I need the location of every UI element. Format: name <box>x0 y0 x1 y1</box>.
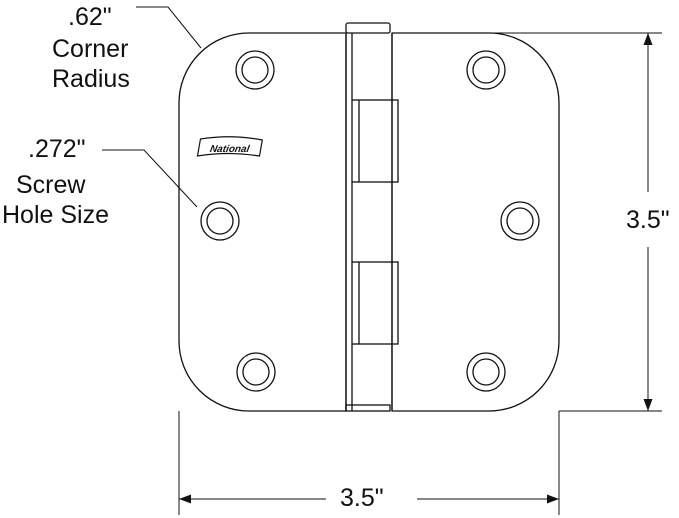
extension-lines <box>178 32 662 515</box>
hinge-barrel <box>345 22 399 412</box>
screw-hole <box>466 50 506 90</box>
hinge-pin-bottom <box>345 404 391 412</box>
height-dimension-label: 3.5" <box>626 206 670 234</box>
screw-hole-label-line1: Screw <box>16 171 86 199</box>
width-dimension-label: 3.5" <box>340 484 384 512</box>
screw-hole <box>235 50 275 90</box>
width-dimension-line <box>179 494 559 504</box>
screw-size-leader <box>102 149 198 208</box>
screw-hole-value: .272" <box>28 135 86 163</box>
corner-radius-label-line2: Radius <box>52 65 130 93</box>
hinge-pin-cap <box>345 22 391 34</box>
screw-hole <box>236 352 276 392</box>
screw-holes <box>200 50 540 392</box>
knuckle-upper <box>351 99 399 183</box>
screw-hole-label-line2: Hole Size <box>2 201 109 229</box>
screw-hole <box>500 201 540 241</box>
right-leaf <box>391 32 560 412</box>
corner-radius-value: .62" <box>68 3 112 31</box>
left-leaf <box>178 32 347 412</box>
logo-text: National <box>209 144 251 155</box>
corner-radius-label-line1: Corner <box>52 35 129 63</box>
leader-lines <box>102 6 202 208</box>
screw-hole <box>466 352 506 392</box>
height-dimension-line <box>643 33 653 411</box>
corner-radius-leader <box>136 6 202 49</box>
knuckle-lower <box>351 261 399 345</box>
screw-hole <box>200 201 240 241</box>
national-logo: National <box>196 136 263 157</box>
